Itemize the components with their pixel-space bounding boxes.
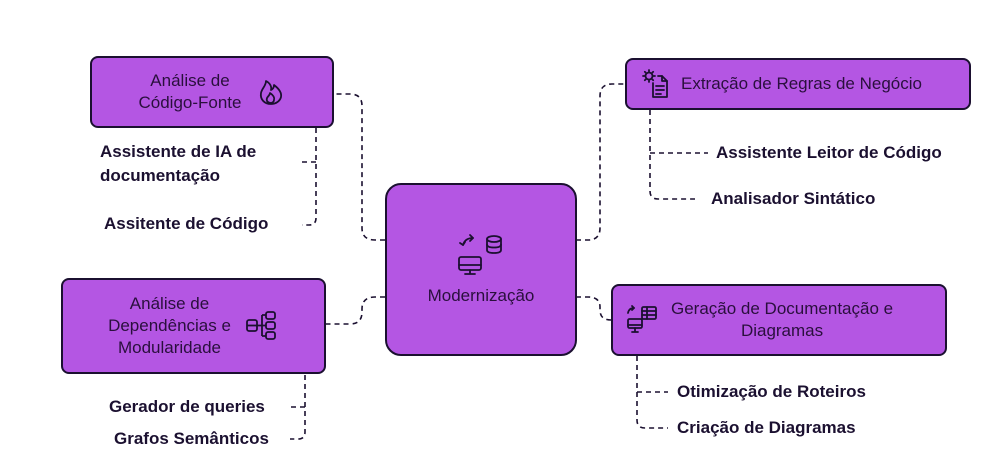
documentation-label-line1: Geração de Documentação e (671, 299, 894, 318)
documentation-label-line2: Diagramas (740, 321, 824, 340)
code-analysis-node[interactable]: Análise de Código-Fonte (90, 56, 334, 128)
business-rules-node[interactable]: Extração de Regras de Negócio (625, 58, 971, 110)
leaf-ai-doc-assistant-line1: Assistente de IA de (100, 142, 257, 161)
leaf-route-optimization: Otimização de Roteiros (677, 382, 866, 401)
documentation-node[interactable]: Geração de Documentação e Diagramas (611, 284, 947, 356)
monitor-table-icon (627, 305, 657, 333)
code-database-monitor-icon (458, 233, 502, 275)
business-rules-label: Extração de Regras de Negócio (681, 74, 922, 93)
dependency-label-line1: Análise de (129, 294, 210, 313)
code-analysis-label-line2: Código-Fonte (138, 93, 242, 112)
leaf-diagram-creation: Criação de Diagramas (677, 418, 856, 437)
leaf-ai-doc-assistant-line2: documentação (100, 166, 220, 185)
flame-icon (259, 80, 282, 105)
leaf-code-reader-assistant: Assistente Leitor de Código (716, 143, 942, 162)
leaf-semantic-graphs: Grafos Semânticos (114, 429, 269, 448)
leaf-query-generator: Gerador de queries (109, 397, 265, 416)
dependency-label-line3: Modularidade (117, 338, 221, 357)
code-analysis-label-line1: Análise de (150, 71, 230, 90)
dependency-analysis-node[interactable]: Análise de Dependências e Modularidade (61, 278, 326, 374)
leaf-code-assistant: Assitente de Código (104, 214, 269, 233)
center-node[interactable]: Modernização (385, 183, 577, 356)
center-label: Modernização (427, 285, 535, 305)
document-gear-icon (642, 69, 668, 98)
dependency-label-line2: Dependências e (108, 316, 231, 335)
leaf-syntax-analyzer: Analisador Sintático (711, 189, 876, 208)
hierarchy-icon (246, 311, 276, 340)
